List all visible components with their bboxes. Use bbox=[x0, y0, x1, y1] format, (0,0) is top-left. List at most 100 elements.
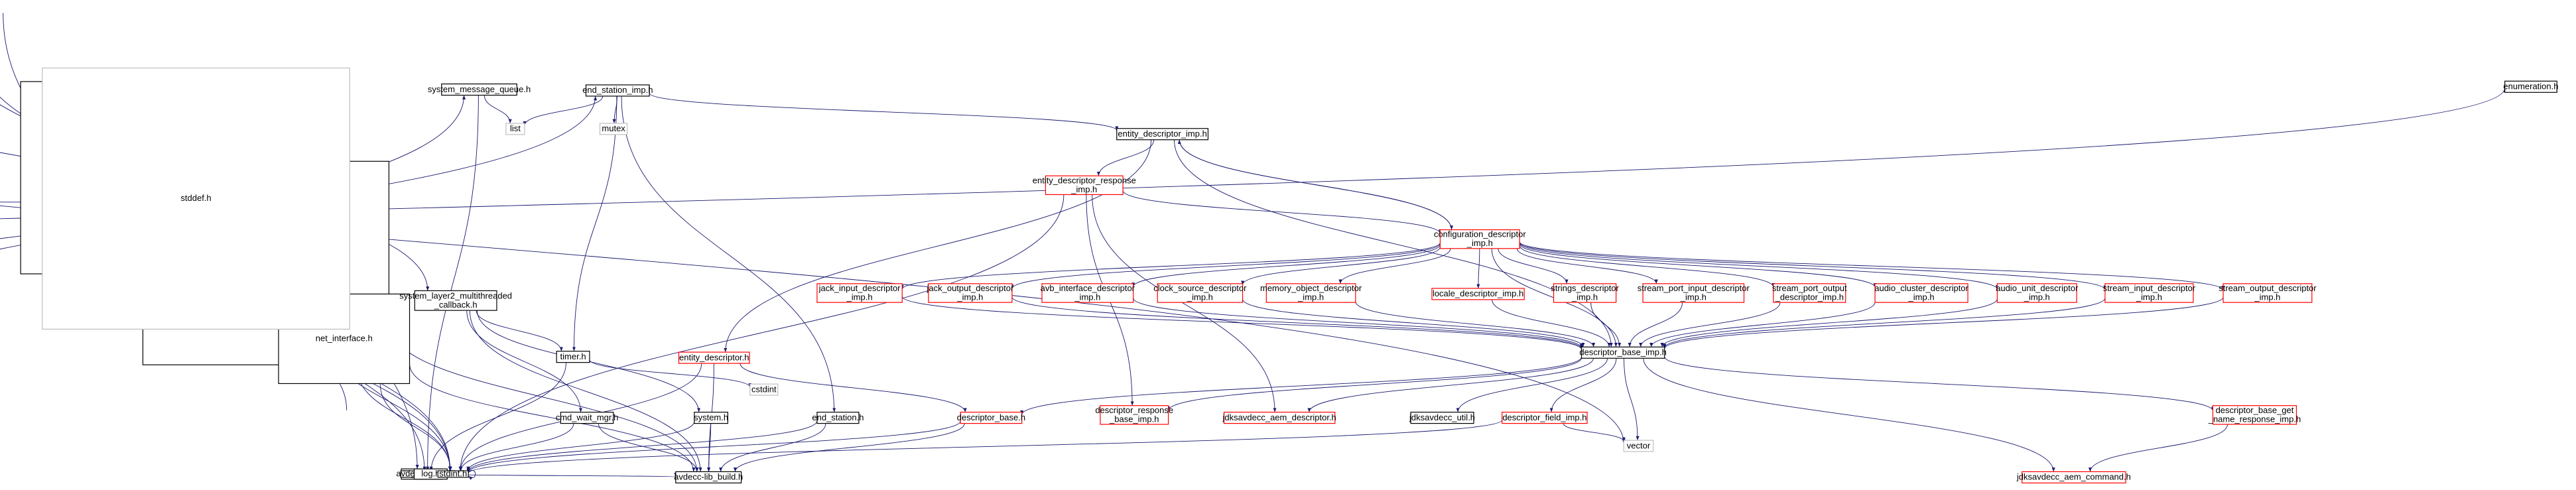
node-jdksavdecc-aem-descriptor[interactable]: jdksavdecc_aem_descriptor.h bbox=[1222, 412, 1336, 424]
node-label: jdksavdecc_aem_descriptor.h bbox=[1222, 412, 1336, 422]
node-label: stream_port_input_descriptor bbox=[1638, 283, 1750, 293]
node-descriptor-base-get-name[interactable]: descriptor_base_get_name_response_imp.h bbox=[2208, 405, 2301, 425]
node-label: cmd_wait_mgr.h bbox=[556, 412, 619, 422]
node-stddef[interactable]: stddef.h bbox=[42, 67, 350, 330]
node-label: clock_source_descriptor bbox=[1153, 283, 1247, 293]
node-label: system.h bbox=[694, 412, 728, 422]
node-entity-descriptor-response-imp[interactable]: entity_descriptor_response_imp.h bbox=[1033, 175, 1136, 196]
edge-descriptor-field-imp-to-vector bbox=[1563, 423, 1626, 442]
edge-descriptor-base-imp-to-descriptor-field-imp bbox=[1549, 358, 1617, 412]
node-label: _imp.h bbox=[1571, 292, 1598, 302]
nodes-layer: avdecc-lib/controller/lib/src/msvc/syste… bbox=[20, 67, 2559, 483]
node-vector[interactable]: vector bbox=[1623, 440, 1654, 452]
edge-root-to-enumeration bbox=[0, 88, 2506, 219]
edge-net-interface-to-stdint bbox=[379, 383, 452, 471]
edge-net-interface-to-avdecc-lib-build bbox=[409, 363, 696, 472]
node-mutex[interactable]: mutex bbox=[599, 123, 628, 135]
node-memory-object[interactable]: memory_object_descriptor_imp.h bbox=[1260, 283, 1362, 303]
node-avdecc-lib-build[interactable]: avdecc-lib_build.h bbox=[674, 471, 743, 483]
edge-system-to-stdint bbox=[466, 421, 695, 471]
node-label: strings_descriptor bbox=[1551, 283, 1619, 293]
node-box bbox=[2212, 405, 2297, 425]
edge-end-station-imp-to-end-station bbox=[621, 95, 836, 412]
edge-configuration-descriptor-imp-to-jack-output bbox=[1010, 243, 1441, 289]
node-label: jdksavdecc_util.h bbox=[1409, 412, 1475, 422]
node-box bbox=[1642, 283, 1745, 303]
node-jack-input[interactable]: jack_input_descriptor_imp.h bbox=[816, 283, 903, 303]
node-audio-unit[interactable]: audio_unit_descriptor_imp.h bbox=[1996, 283, 2079, 303]
node-box bbox=[437, 470, 469, 478]
node-stream-port-input[interactable]: stream_port_input_descriptor_imp.h bbox=[1638, 283, 1750, 303]
edge-configuration-descriptor-imp-to-entity-descriptor-imp bbox=[1177, 139, 1452, 230]
node-end-station-imp[interactable]: end_station_imp.h bbox=[582, 84, 653, 97]
node-box bbox=[1045, 175, 1124, 196]
node-jack-output[interactable]: jack_output_descriptor_imp.h bbox=[927, 283, 1014, 303]
edge-configuration-descriptor-imp-to-stream-input bbox=[1519, 242, 2107, 290]
edge-cmd-wait-mgr-to-stdint bbox=[459, 423, 574, 471]
node-stream-port-output[interactable]: stream_port_output_descriptor_imp.h bbox=[1772, 283, 1847, 303]
node-system-message-queue[interactable]: system_message_queue.h bbox=[428, 83, 531, 96]
edge-configuration-descriptor-imp-to-strings-descriptor bbox=[1498, 248, 1569, 284]
node-clock-source[interactable]: clock_source_descriptor_imp.h bbox=[1153, 283, 1247, 303]
node-label: _imp.h bbox=[1466, 238, 1493, 248]
node-descriptor-base-imp[interactable]: descriptor_base_imp.h bbox=[1579, 346, 1667, 359]
node-audio-cluster[interactable]: audio_cluster_descriptor_imp.h bbox=[1874, 283, 1969, 303]
node-box bbox=[928, 283, 1013, 303]
node-entity-descriptor-imp[interactable]: entity_descriptor_imp.h bbox=[1116, 128, 1209, 141]
node-box bbox=[1580, 346, 1665, 359]
node-box bbox=[1553, 283, 1617, 303]
node-strings-descriptor[interactable]: strings_descriptor_imp.h bbox=[1551, 283, 1620, 303]
node-list[interactable]: list bbox=[505, 123, 525, 135]
node-cstdint[interactable]: cstdint bbox=[749, 383, 779, 396]
node-avb-interface[interactable]: avb_interface_descriptor_imp.h bbox=[1041, 283, 1135, 303]
node-cmd-wait-mgr[interactable]: cmd_wait_mgr.h bbox=[556, 412, 619, 424]
node-timer[interactable]: timer.h bbox=[556, 351, 590, 363]
edge-descriptor-base-get-name-to-jdksavdecc-aem-command bbox=[2088, 424, 2228, 472]
node-stream-input[interactable]: stream_input_descriptor_imp.h bbox=[2103, 283, 2196, 303]
node-box bbox=[1116, 128, 1209, 141]
node-label: stream_input_descriptor bbox=[2103, 283, 2196, 293]
edge-descriptor-base-imp-to-descriptor-base-get-name bbox=[1664, 356, 2215, 411]
node-entity-descriptor[interactable]: entity_descriptor.h bbox=[678, 351, 750, 364]
node-system-layer2[interactable]: system_layer2_multithreaded_callback.h bbox=[399, 290, 512, 311]
node-box bbox=[678, 351, 750, 364]
node-stream-output[interactable]: stream_output_descriptor_imp.h bbox=[2219, 283, 2317, 303]
node-label: list bbox=[510, 123, 521, 133]
node-box bbox=[1996, 283, 2077, 303]
edge-memory-object-to-descriptor-base-imp bbox=[1355, 301, 1596, 347]
node-box bbox=[2022, 471, 2126, 483]
edge-timer-to-cstdint bbox=[589, 359, 752, 388]
edge-system-layer2-to-avdecc-lib-build bbox=[469, 310, 702, 472]
node-label: stdint.h bbox=[439, 469, 467, 479]
edge-configuration-descriptor-imp-to-stream-port-input bbox=[1516, 248, 1658, 284]
node-descriptor-response-base-imp[interactable]: descriptor_response_base_imp.h bbox=[1095, 405, 1173, 425]
node-end-station[interactable]: end_station.h bbox=[812, 412, 864, 424]
node-label: system_layer2_multithreaded bbox=[399, 290, 512, 300]
node-locale-descriptor[interactable]: locale_descriptor_imp.h bbox=[1431, 288, 1525, 300]
node-jdksavdecc-aem-command[interactable]: jdksavdecc_aem_command.h bbox=[2016, 471, 2131, 483]
node-box bbox=[675, 471, 742, 483]
edge-entity-descriptor-response-imp-to-configuration-descriptor-imp bbox=[1122, 190, 1442, 234]
node-label: descriptor_response bbox=[1095, 405, 1173, 415]
edge-end-station-imp-to-list bbox=[523, 95, 604, 126]
node-configuration-descriptor-imp[interactable]: configuration_descriptor_imp.h bbox=[1434, 229, 1526, 249]
node-label: _imp.h bbox=[1297, 292, 1324, 302]
node-label: audio_cluster_descriptor bbox=[1874, 283, 1968, 293]
node-label: jack_input_descriptor bbox=[818, 283, 901, 293]
node-label: _imp.h bbox=[2254, 292, 2280, 302]
node-stdint[interactable]: stdint.h bbox=[437, 469, 469, 479]
node-descriptor-base[interactable]: descriptor_base.h bbox=[957, 412, 1025, 424]
node-descriptor-field-imp[interactable]: descriptor_field_imp.h bbox=[1502, 412, 1588, 424]
node-label: end_station_imp.h bbox=[582, 85, 653, 95]
node-box bbox=[1100, 405, 1169, 425]
node-label: _imp.h bbox=[956, 292, 983, 302]
node-system[interactable]: system.h bbox=[694, 412, 728, 424]
node-enumeration[interactable]: enumeration.h bbox=[2503, 80, 2559, 93]
node-box bbox=[816, 283, 903, 303]
node-box bbox=[505, 123, 525, 135]
node-label: jack_output_descriptor bbox=[927, 283, 1014, 293]
node-jdksavdecc-util[interactable]: jdksavdecc_util.h bbox=[1409, 412, 1475, 424]
node-label: cstdint bbox=[751, 384, 777, 394]
edge-entity-descriptor-response-imp-to-jdksavdecc-aem-descriptor bbox=[1092, 194, 1277, 412]
